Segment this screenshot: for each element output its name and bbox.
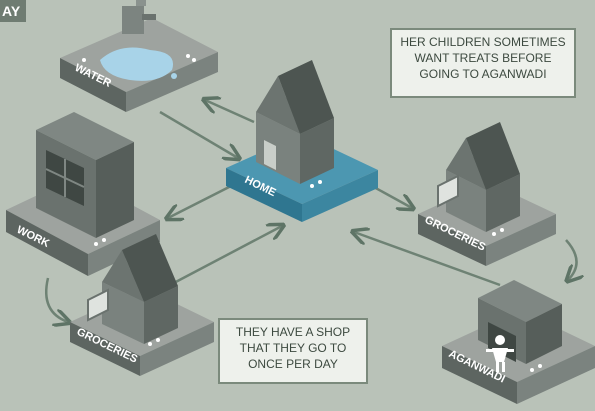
note-top-right: HER CHILDREN SOMETIMES WANT TREATS BEFOR… <box>390 28 576 98</box>
arrow-home-groceries <box>372 186 412 208</box>
home-platform <box>226 60 378 222</box>
faucet-icon <box>122 6 144 34</box>
note-bottom-center: THEY HAVE A SHOP THAT THEY GO TO ONCE PE… <box>218 318 368 384</box>
arrow-water-home <box>160 112 238 158</box>
arrow-home-work <box>168 184 235 218</box>
arrow-groceries-home <box>170 226 282 285</box>
arrow-home-water <box>205 100 254 122</box>
aganwadi-platform <box>442 280 595 404</box>
water-platform <box>60 0 218 112</box>
arrow-work-groceries <box>46 278 68 322</box>
arrow-groceries-aganwadi <box>566 240 577 280</box>
groceries-right-platform <box>418 122 556 266</box>
